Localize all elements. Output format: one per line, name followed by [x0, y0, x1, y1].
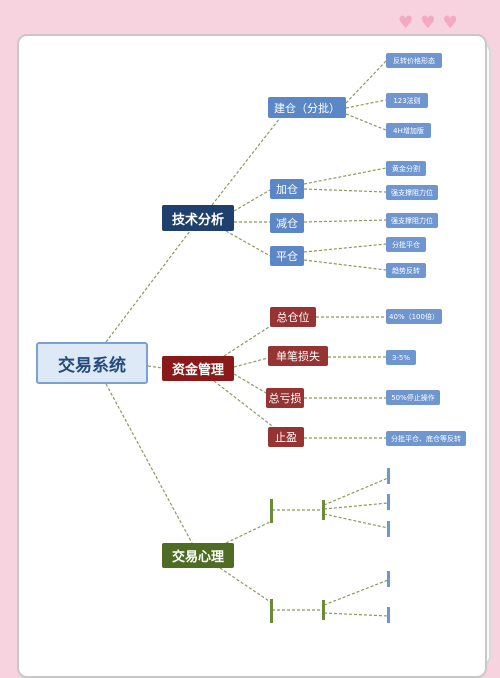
psy-leaf-upper-1[interactable]	[387, 468, 390, 484]
link-root-psy	[105, 383, 193, 544]
link-tech-build	[211, 117, 281, 206]
link-root-tech	[105, 230, 191, 343]
leaf-support-resistance-add[interactable]: 强支撑阻力位	[386, 185, 438, 200]
psy-branch-lower-mid[interactable]	[322, 600, 325, 620]
link-build-2	[345, 99, 387, 109]
link-add-1	[303, 167, 387, 185]
leaf-4h-version[interactable]: 4H增加版	[386, 123, 431, 138]
node-close-position[interactable]: 平仓	[270, 246, 304, 266]
link-reduce-1	[303, 219, 387, 223]
node-single-loss[interactable]: 单笔损失	[268, 346, 328, 366]
link-money-profit	[213, 380, 277, 430]
leaf-total-loss-value[interactable]: 50%停止操作	[386, 390, 440, 405]
node-tech-analysis[interactable]: 技术分析	[162, 205, 234, 231]
leaf-trend-reversal[interactable]: 趋势反转	[386, 263, 426, 278]
psy-leaf-lower-1[interactable]	[387, 571, 390, 587]
psy-branch-upper-mid[interactable]	[322, 500, 325, 520]
heart-decorations: ♥ ♥ ♥	[398, 15, 458, 32]
leaf-total-position-value[interactable]: 40%（100倍）	[386, 309, 442, 324]
link-psy-up-1	[323, 477, 389, 506]
link-build-1	[345, 60, 387, 104]
link-psy-up-3	[323, 513, 389, 529]
psy-branch-lower[interactable]	[270, 599, 273, 623]
connector-lines	[105, 60, 389, 617]
link-build-3	[345, 113, 387, 131]
link-close-1	[303, 243, 387, 253]
node-total-position[interactable]: 总仓位	[270, 307, 316, 327]
node-trading-psychology[interactable]: 交易心理	[162, 543, 234, 568]
node-add-position[interactable]: 加仓	[270, 179, 304, 199]
link-root-money	[147, 365, 163, 369]
link-tech-add	[233, 189, 271, 212]
psy-branch-upper[interactable]	[270, 499, 273, 523]
link-psy-down-2	[323, 612, 389, 617]
link-money-single	[233, 357, 269, 368]
link-money-loss	[233, 373, 267, 394]
leaf-123-rule[interactable]: 123法则	[386, 93, 428, 108]
leaf-take-profit-value[interactable]: 分批平仓、底仓等反转	[386, 431, 466, 446]
node-money-management[interactable]: 资金管理	[162, 356, 234, 381]
link-add-2	[303, 188, 387, 193]
psy-leaf-upper-3[interactable]	[387, 521, 390, 537]
link-psy-up	[225, 521, 271, 544]
heart-icon: ♥	[398, 13, 414, 33]
node-reduce-position[interactable]: 减仓	[270, 213, 304, 233]
leaf-batch-close[interactable]: 分批平仓	[386, 237, 426, 252]
psy-leaf-upper-2[interactable]	[387, 494, 390, 510]
root-node[interactable]: 交易系统	[36, 342, 148, 384]
link-psy-down-1	[323, 579, 389, 606]
link-money-total	[223, 324, 273, 357]
heart-icon: ♥	[442, 13, 458, 33]
leaf-single-loss-value[interactable]: 3-5%	[386, 350, 416, 365]
node-build-position[interactable]: 建仓（分批）	[268, 97, 346, 118]
link-psy-up-2	[323, 502, 389, 510]
link-close-2	[303, 259, 387, 271]
link-psy-down	[219, 567, 273, 604]
node-take-profit[interactable]: 止盈	[268, 427, 304, 447]
leaf-golden-ratio[interactable]: 黄金分割	[386, 161, 426, 176]
node-total-loss[interactable]: 总亏损	[266, 388, 304, 408]
psy-leaf-lower-2[interactable]	[387, 607, 390, 623]
heart-icon: ♥	[420, 13, 436, 33]
leaf-reversal-pattern[interactable]: 反转价格形态	[386, 53, 442, 68]
link-tech-close	[225, 230, 273, 258]
leaf-support-resistance-reduce[interactable]: 强支撑阻力位	[386, 213, 438, 228]
